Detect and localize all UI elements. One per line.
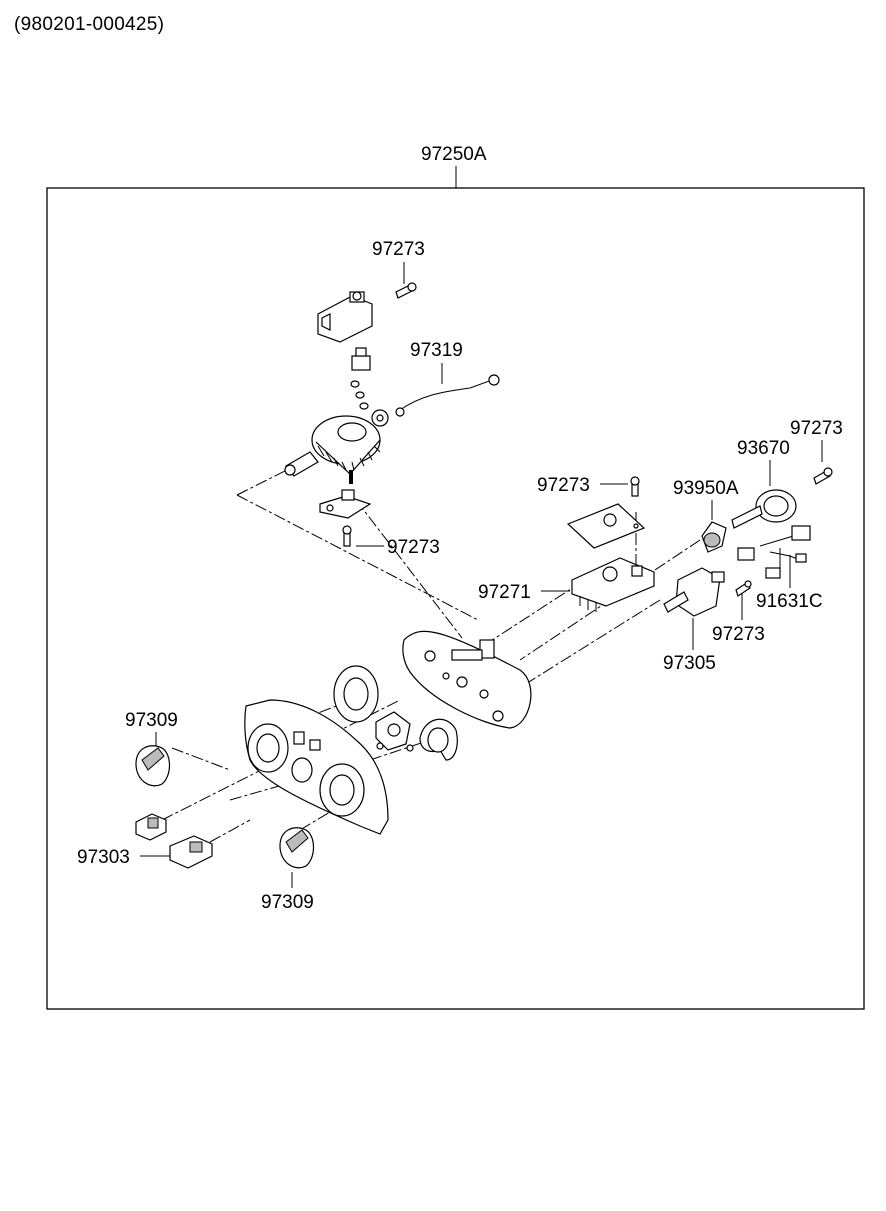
svg-text:97319: 97319 xyxy=(410,340,463,361)
harness-91631C xyxy=(737,525,811,579)
bracket-97271 xyxy=(571,557,655,612)
screw-97273-mid-left xyxy=(342,525,352,547)
blower-switch-97305 xyxy=(663,567,725,617)
svg-text:97273: 97273 xyxy=(790,418,843,439)
svg-text:97303: 97303 xyxy=(77,847,130,868)
callout-97271[interactable]: 97271 xyxy=(478,582,570,603)
callout-97303[interactable]: 97303 xyxy=(77,847,172,868)
svg-text:97305: 97305 xyxy=(663,653,716,674)
page-code: (980201-000425) xyxy=(14,14,165,35)
cable-97319 xyxy=(395,374,500,417)
screw-97273-right-top xyxy=(813,467,833,485)
callout-97273-mid-left[interactable]: 97273 xyxy=(356,537,440,558)
svg-text:97309: 97309 xyxy=(261,892,314,913)
assembly-label: 97250A xyxy=(421,144,487,165)
lower-bracket xyxy=(319,489,372,519)
callout-93670[interactable]: 93670 xyxy=(737,438,790,486)
mode-actuator-gear xyxy=(311,409,389,484)
knob-97309-bottom xyxy=(279,827,315,869)
screw-97273-right-bottom xyxy=(735,580,752,597)
callout-97305[interactable]: 97305 xyxy=(663,618,716,674)
knob-97309-left xyxy=(135,745,171,787)
button-97303-lower xyxy=(169,835,213,869)
callout-97273-mid[interactable]: 97273 xyxy=(537,475,628,496)
knob-93950A xyxy=(701,521,727,553)
callout-97273-right-bottom[interactable]: 97273 xyxy=(712,592,765,645)
callout-93950A[interactable]: 93950A xyxy=(673,478,739,520)
center-linkage xyxy=(375,711,414,752)
callout-97309-left[interactable]: 97309 xyxy=(125,710,178,748)
motor-93670 xyxy=(731,489,797,529)
callout-97273-top[interactable]: 97273 xyxy=(372,239,425,284)
svg-text:97273: 97273 xyxy=(712,624,765,645)
clips xyxy=(350,380,369,410)
screw-97273-top xyxy=(395,282,417,299)
center-dial-left xyxy=(333,665,379,723)
svg-text:93670: 93670 xyxy=(737,438,790,459)
center-dial-right xyxy=(419,718,458,761)
svg-text:97273: 97273 xyxy=(537,475,590,496)
svg-text:97309: 97309 xyxy=(125,710,178,731)
svg-text:91631C: 91631C xyxy=(756,591,823,612)
upper-switch-bracket xyxy=(317,291,373,343)
callout-97309-bottom[interactable]: 97309 xyxy=(261,872,314,913)
rear-circuit-plate xyxy=(402,630,532,729)
callout-97273-right-top[interactable]: 97273 xyxy=(790,418,843,462)
svg-text:97273: 97273 xyxy=(372,239,425,260)
svg-text:97271: 97271 xyxy=(478,582,531,603)
button-97303-upper xyxy=(135,813,167,841)
assembly-frame xyxy=(46,187,865,1010)
screw-97273-mid xyxy=(630,476,640,497)
small-connector-top xyxy=(351,347,371,371)
callout-97319[interactable]: 97319 xyxy=(410,340,463,384)
callout-91631C[interactable]: 91631C xyxy=(756,555,823,612)
left-plunger xyxy=(284,451,319,477)
svg-text:97273: 97273 xyxy=(387,537,440,558)
svg-text:93950A: 93950A xyxy=(673,478,739,499)
gasket-plate xyxy=(566,503,646,549)
front-control-panel xyxy=(244,699,389,835)
